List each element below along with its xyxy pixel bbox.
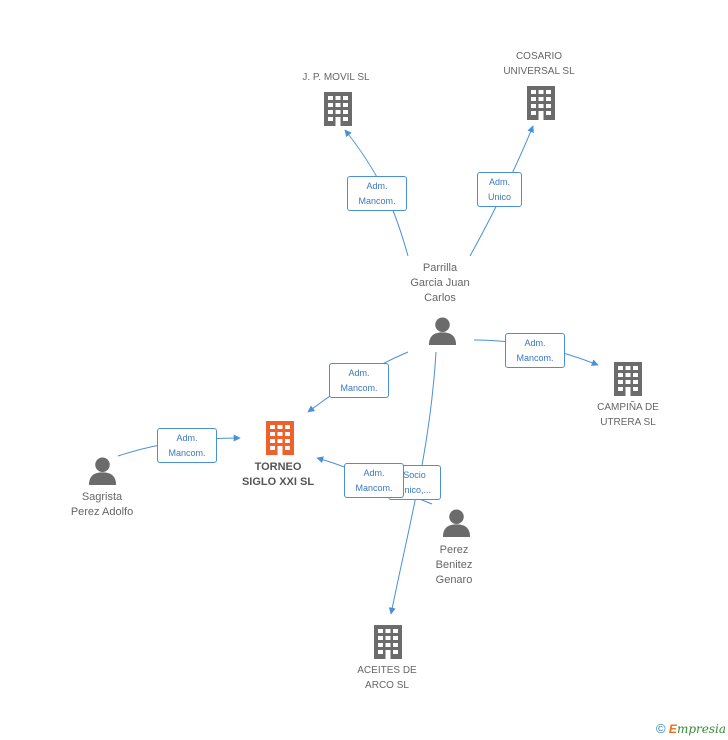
jpmovil-building-icon[interactable] [324, 92, 352, 126]
edge-label-perez-torneo[interactable]: Adm. Mancom. [344, 463, 404, 498]
brand-logo-letter: E [668, 722, 677, 736]
edge-label-parrilla-campina[interactable]: Adm. Mancom. [505, 333, 565, 368]
edge-label-parrilla-torneo[interactable]: Adm. Mancom. [329, 363, 389, 398]
node-label-cosario[interactable]: COSARIO UNIVERSAL SL [503, 51, 575, 77]
campina-building-icon[interactable] [614, 362, 642, 396]
node-label-parrilla[interactable]: Parrilla Garcia Juan Carlos [410, 262, 470, 304]
brand-name: mpresia [676, 722, 726, 736]
cosario-building-icon[interactable] [527, 86, 555, 120]
parrilla-person-icon[interactable] [428, 317, 457, 345]
edge-label-parrilla-cosario[interactable]: Adm. Unico [477, 172, 522, 207]
aceites-building-icon[interactable] [374, 625, 402, 659]
node-label-jpmovil[interactable]: J. P. MOVIL SL [302, 72, 370, 83]
edge-label-parrilla-jpmovil[interactable]: Adm. Mancom. [347, 176, 407, 211]
footer-brand: © Empresia [656, 721, 726, 736]
copyright-icon: © [655, 721, 666, 736]
node-label-campina[interactable]: CAMPIÑA DE UTRERA SL [597, 402, 659, 428]
node-label-perez[interactable]: Perez Benitez Genaro [435, 544, 473, 586]
node-label-sagrista[interactable]: Sagrista Perez Adolfo [70, 491, 134, 518]
node-label-torneo[interactable]: TORNEO SIGLO XXI SL [241, 461, 315, 488]
node-label-aceites[interactable]: ACEITES DE ARCO SL [357, 665, 417, 691]
torneo-building-icon[interactable] [266, 421, 294, 455]
perez-person-icon[interactable] [442, 509, 471, 537]
edge-label-sagrista-torneo[interactable]: Adm. Mancom. [157, 428, 217, 463]
sagrista-person-icon[interactable] [88, 457, 117, 485]
